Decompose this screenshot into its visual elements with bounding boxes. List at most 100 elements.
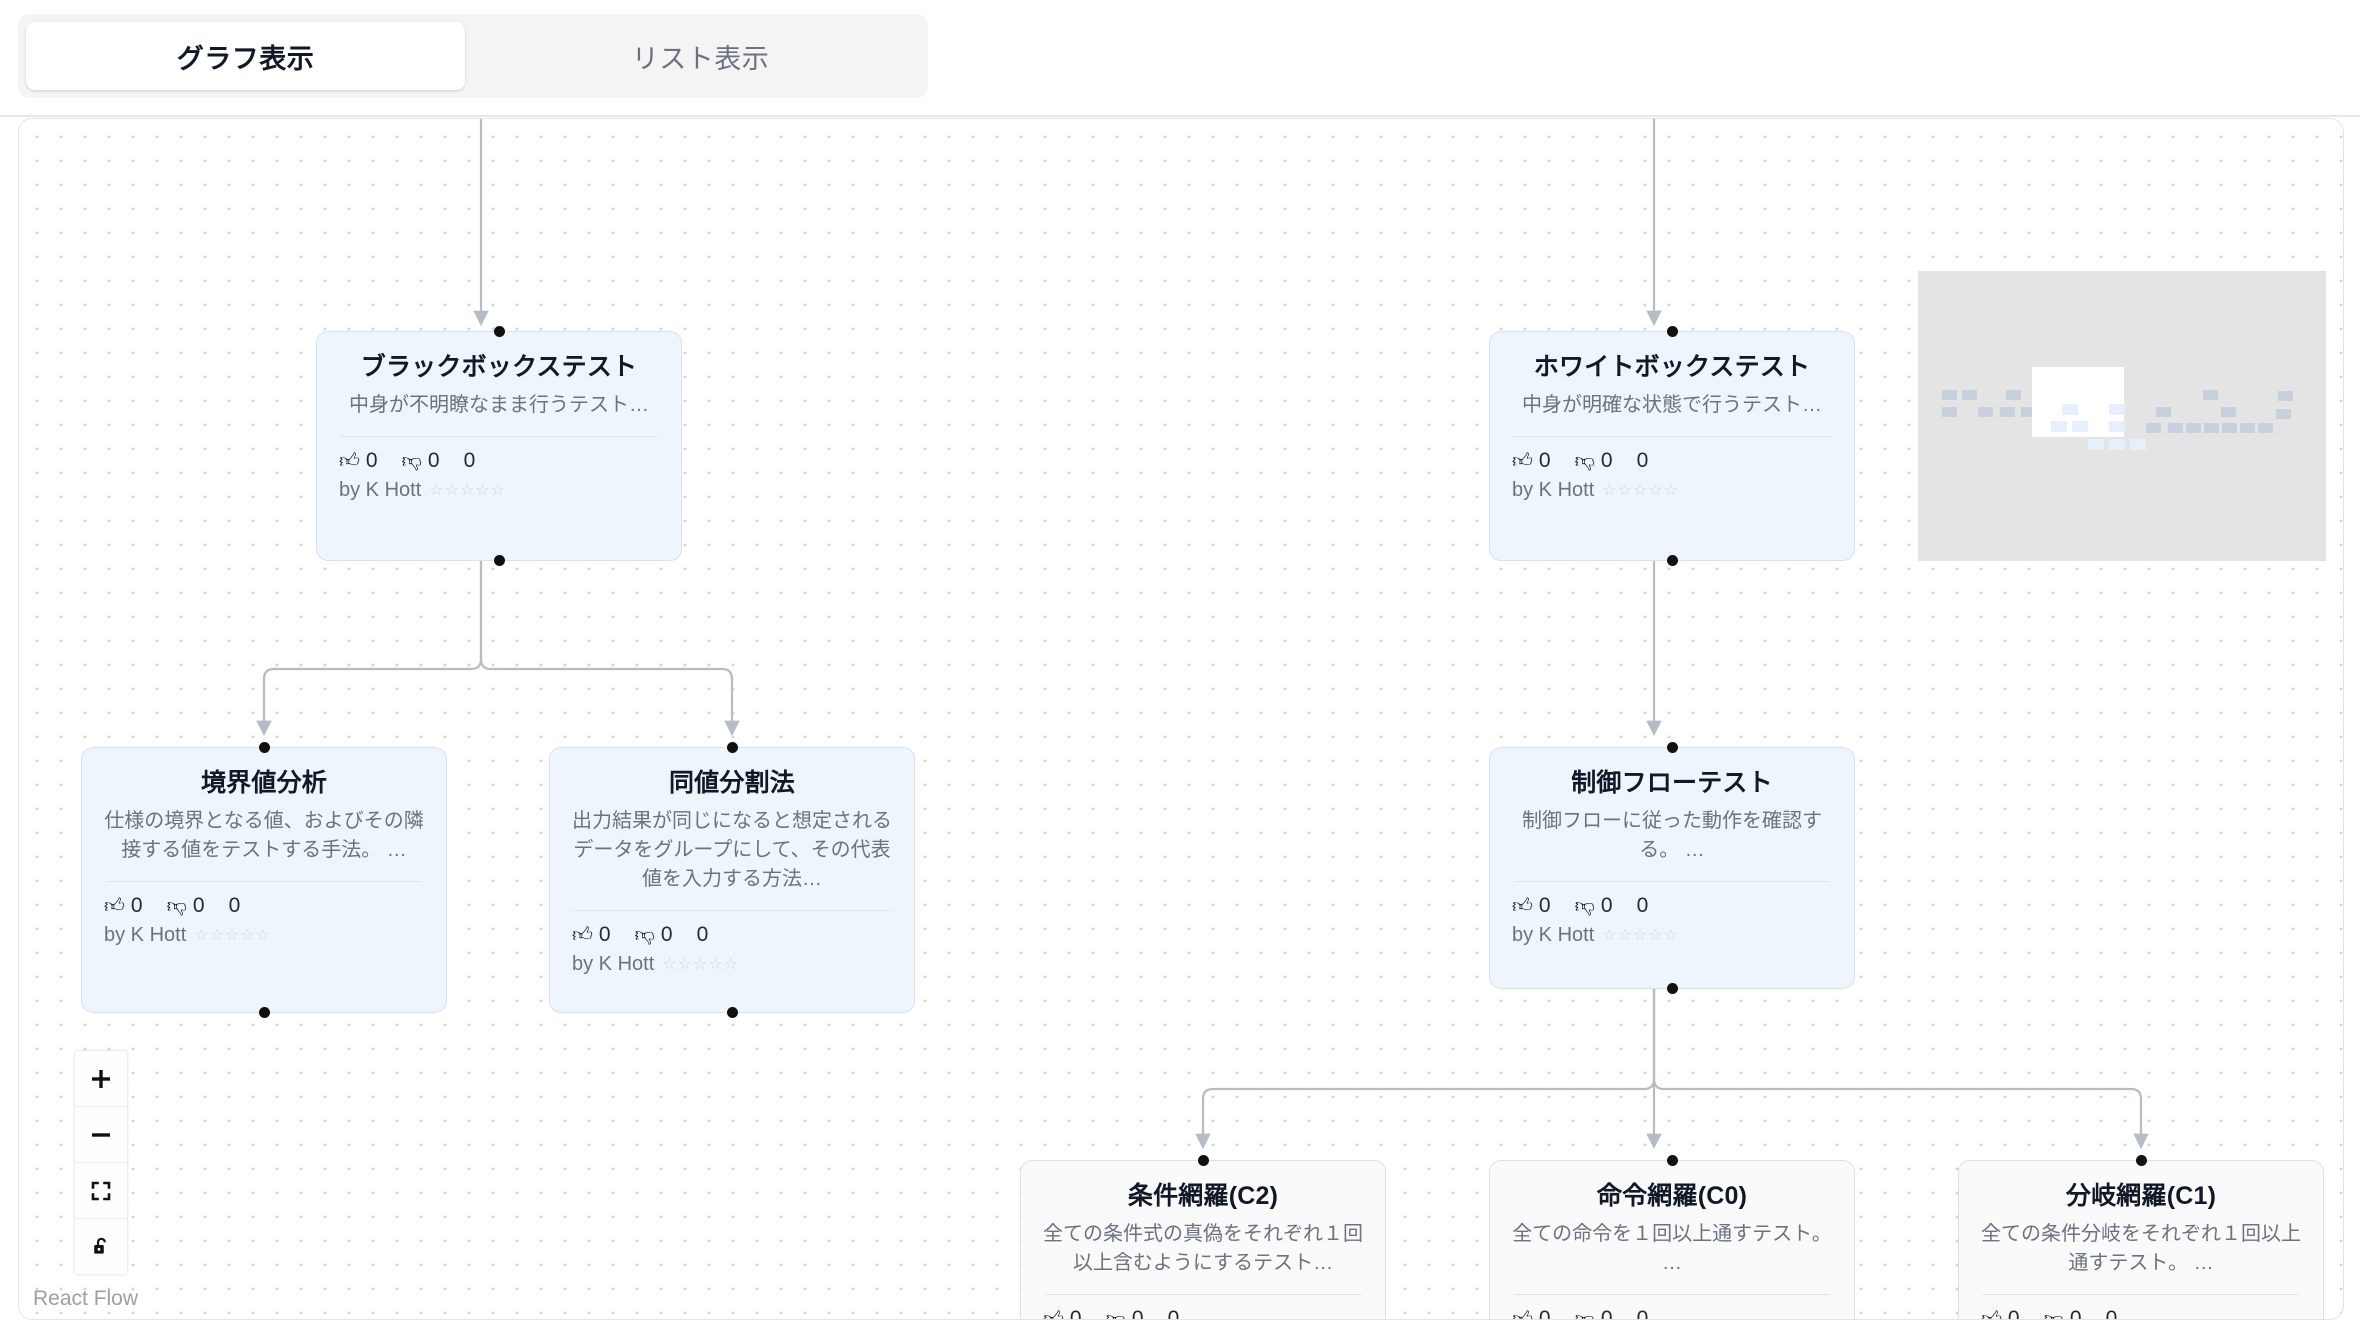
react-flow-attribution[interactable]: React Flow xyxy=(33,1287,139,1310)
node-handle-source[interactable] xyxy=(258,1007,270,1018)
node-description: 制御フローに従った動作を確認する。 … xyxy=(1522,810,1822,862)
thumbs-down-icon[interactable]: 👎︎ xyxy=(1574,450,1595,473)
fit-view-icon xyxy=(91,1181,111,1200)
node-rating-stars[interactable]: ☆☆☆☆☆ xyxy=(1602,926,1679,944)
flow-node-boundary-value-analysis[interactable]: 境界値分析 仕様の境界となる値、およびその隣接する値をテストする手法。 … 👍︎… xyxy=(81,742,447,1018)
node-likes-count: 0 xyxy=(598,923,611,947)
node-description: 中身が明確な状態で行うテスト… xyxy=(1522,394,1822,417)
node-comments-count: 0 xyxy=(1636,1307,1649,1320)
node-stats: 👍︎ 0 👎︎ 0 0 xyxy=(1512,449,1832,473)
lock-toggle-button[interactable] xyxy=(75,1219,127,1274)
node-comments-count: 0 xyxy=(696,923,709,947)
node-likes-count: 0 xyxy=(1538,449,1551,473)
flow-controls xyxy=(74,1050,128,1275)
node-handle-target[interactable] xyxy=(1666,742,1678,753)
node-dislikes-count: 0 xyxy=(427,449,440,473)
node-stats: 👍︎ 0 👎︎ 0 0 xyxy=(1512,1307,1832,1320)
node-handle-target[interactable] xyxy=(258,742,270,753)
view-mode-tabs: グラフ表示 リスト表示 xyxy=(18,14,928,98)
node-divider xyxy=(1514,436,1830,438)
flow-node-control-flow-test[interactable]: 制御フローテスト 制御フローに従った動作を確認する。 … 👍︎ 0 👎︎ 0 0… xyxy=(1489,742,1855,994)
node-description: 全ての命令を１回以上通すテスト。 … xyxy=(1512,1223,1832,1275)
flow-canvas[interactable]: ブラックボックステスト 中身が不明瞭なまま行うテスト… 👍︎ 0 👎︎ 0 0 … xyxy=(18,118,2344,1320)
unlock-icon xyxy=(94,1237,106,1254)
thumbs-down-icon[interactable]: 👎︎ xyxy=(401,450,422,473)
node-handle-target[interactable] xyxy=(493,326,505,337)
node-dislikes-count: 0 xyxy=(1600,1307,1613,1320)
tab-graph-view[interactable]: グラフ表示 xyxy=(26,22,465,90)
thumbs-down-icon[interactable]: 👎︎ xyxy=(1574,895,1595,918)
node-likes-count: 0 xyxy=(1538,1307,1551,1320)
tab-list-view-label: リスト表示 xyxy=(631,43,770,74)
node-stats: 👍︎ 0 👎︎ 0 0 xyxy=(572,923,892,947)
node-comments-count: 0 xyxy=(1636,449,1649,473)
minus-icon xyxy=(92,1132,110,1137)
node-handle-target[interactable] xyxy=(726,742,738,753)
flow-node-blackbox[interactable]: ブラックボックステスト 中身が不明瞭なまま行うテスト… 👍︎ 0 👎︎ 0 0 … xyxy=(316,326,682,566)
node-title: 境界値分析 xyxy=(200,769,327,797)
flow-node-statement-coverage-c0[interactable]: 命令網羅(C0) 全ての命令を１回以上通すテスト。 … 👍︎ 0 👎︎ 0 0 … xyxy=(1489,1155,1855,1320)
node-description: 全ての条件式の真偽をそれぞれ１回以上含むようにするテスト… xyxy=(1043,1223,1363,1275)
node-handle-source[interactable] xyxy=(1666,555,1678,566)
node-handle-target[interactable] xyxy=(2135,1155,2147,1166)
plus-icon xyxy=(92,1069,110,1088)
node-stats: 👍︎ 0 👎︎ 0 0 xyxy=(1043,1307,1363,1320)
node-title: 命令網羅(C0) xyxy=(1596,1182,1748,1210)
flow-minimap[interactable] xyxy=(1918,271,2326,561)
flow-node-whitebox[interactable]: ホワイトボックステスト 中身が明確な状態で行うテスト… 👍︎ 0 👎︎ 0 0 … xyxy=(1489,326,1855,566)
node-comments-count: 0 xyxy=(1636,894,1649,918)
node-stats: 👍︎ 0 👎︎ 0 0 xyxy=(1981,1307,2301,1320)
node-author: by K Hott xyxy=(572,953,655,976)
thumbs-down-icon[interactable]: 👎︎ xyxy=(2043,1308,2064,1320)
thumbs-up-icon[interactable]: 👍︎ xyxy=(339,450,360,473)
node-likes-count: 0 xyxy=(1538,894,1551,918)
node-comments-count: 0 xyxy=(1167,1307,1180,1320)
thumbs-up-icon[interactable]: 👍︎ xyxy=(1512,895,1533,918)
thumbs-up-icon[interactable]: 👍︎ xyxy=(572,924,593,947)
node-handle-target[interactable] xyxy=(1197,1155,1209,1166)
node-divider xyxy=(1983,1294,2299,1296)
thumbs-up-icon[interactable]: 👍︎ xyxy=(104,895,125,918)
node-author: by K Hott xyxy=(1512,924,1595,947)
node-dislikes-count: 0 xyxy=(1131,1307,1144,1320)
thumbs-down-icon[interactable]: 👎︎ xyxy=(1574,1308,1595,1320)
node-handle-source[interactable] xyxy=(726,1007,738,1018)
node-stats: 👍︎ 0 👎︎ 0 0 xyxy=(339,449,659,473)
flow-node-condition-coverage-c2[interactable]: 条件網羅(C2) 全ての条件式の真偽をそれぞれ１回以上含むようにするテスト… 👍… xyxy=(1020,1155,1386,1320)
tab-list-view[interactable]: リスト表示 xyxy=(481,22,920,90)
node-author-row: by K Hott ☆☆☆☆☆ xyxy=(572,953,892,976)
flow-node-branch-coverage-c1[interactable]: 分岐網羅(C1) 全ての条件分岐をそれぞれ１回以上通すテスト。 … 👍︎ 0 👎… xyxy=(1958,1155,2324,1320)
node-likes-count: 0 xyxy=(2007,1307,2020,1320)
flow-nodes-layer: ブラックボックステスト 中身が不明瞭なまま行うテスト… 👍︎ 0 👎︎ 0 0 … xyxy=(19,119,2343,1319)
node-author: by K Hott xyxy=(339,479,422,502)
thumbs-up-icon[interactable]: 👍︎ xyxy=(1512,450,1533,473)
node-description: 出力結果が同じになると想定されるデータをグループにして、その代表値を入力する方法… xyxy=(572,810,892,891)
node-handle-source[interactable] xyxy=(1666,983,1678,994)
node-handle-source[interactable] xyxy=(493,555,505,566)
zoom-in-button[interactable] xyxy=(75,1051,127,1107)
node-handle-target[interactable] xyxy=(1666,326,1678,337)
thumbs-up-icon[interactable]: 👍︎ xyxy=(1981,1308,2002,1320)
node-rating-stars[interactable]: ☆☆☆☆☆ xyxy=(429,481,506,499)
fit-view-button[interactable] xyxy=(75,1163,127,1219)
node-divider xyxy=(1045,1294,1361,1296)
thumbs-down-icon[interactable]: 👎︎ xyxy=(1105,1308,1126,1320)
thumbs-down-icon[interactable]: 👎︎ xyxy=(166,895,187,918)
node-divider xyxy=(574,910,890,912)
node-comments-count: 0 xyxy=(463,449,476,473)
node-rating-stars[interactable]: ☆☆☆☆☆ xyxy=(194,926,271,944)
node-likes-count: 0 xyxy=(130,894,143,918)
thumbs-down-icon[interactable]: 👎︎ xyxy=(634,924,655,947)
thumbs-up-icon[interactable]: 👍︎ xyxy=(1512,1308,1533,1320)
node-divider xyxy=(106,881,422,883)
flow-node-equivalence-partitioning[interactable]: 同値分割法 出力結果が同じになると想定されるデータをグループにして、その代表値を… xyxy=(549,742,915,1018)
thumbs-up-icon[interactable]: 👍︎ xyxy=(1043,1308,1064,1320)
node-handle-target[interactable] xyxy=(1666,1155,1678,1166)
node-rating-stars[interactable]: ☆☆☆☆☆ xyxy=(1602,481,1679,499)
node-comments-count: 0 xyxy=(228,894,241,918)
node-rating-stars[interactable]: ☆☆☆☆☆ xyxy=(662,955,739,973)
zoom-out-button[interactable] xyxy=(75,1107,127,1163)
node-title: ブラックボックステスト xyxy=(360,353,638,381)
node-divider xyxy=(1514,1294,1830,1296)
node-description: 全ての条件分岐をそれぞれ１回以上通すテスト。 … xyxy=(1981,1223,2301,1275)
